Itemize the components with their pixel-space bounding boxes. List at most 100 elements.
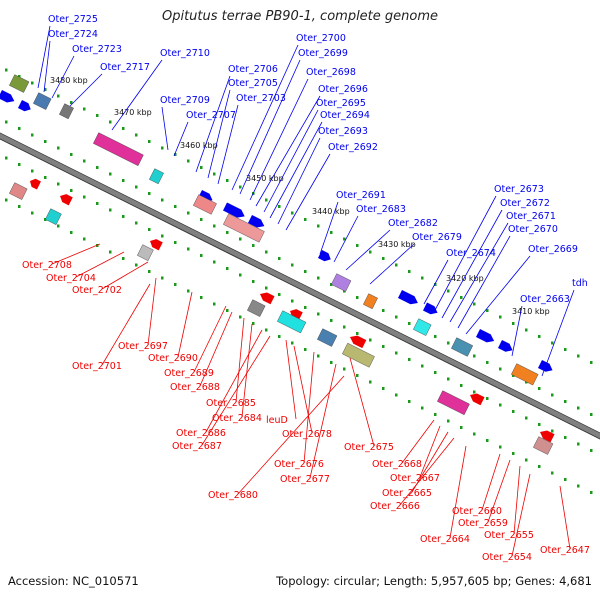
feature-box-box bbox=[93, 132, 144, 166]
tick-dot bbox=[135, 133, 138, 137]
tick-dot bbox=[577, 484, 580, 488]
tick-dot bbox=[512, 322, 515, 325]
forward-gene-arrow bbox=[222, 202, 245, 218]
tick-dot bbox=[317, 276, 320, 280]
upper-gene-label: Oter_2691 bbox=[336, 190, 386, 201]
reverse-gene bbox=[60, 194, 73, 206]
lower-leader-line bbox=[147, 277, 157, 346]
tick-dot bbox=[395, 393, 398, 397]
upper-leader-line bbox=[239, 59, 301, 195]
tick-dot bbox=[473, 302, 476, 306]
upper-gene-label: Oter_2679 bbox=[412, 232, 462, 243]
kbp-marker: 3470 kbp bbox=[114, 108, 152, 117]
forward-gene bbox=[397, 289, 418, 305]
tick-dot bbox=[148, 270, 151, 273]
upper-leader-line bbox=[433, 195, 497, 313]
tick-dot bbox=[590, 413, 593, 416]
tick-dot bbox=[70, 101, 73, 104]
lower-leader-line bbox=[177, 291, 193, 358]
upper-leader-line bbox=[465, 255, 531, 335]
tick-dot bbox=[564, 400, 567, 403]
tick-dot bbox=[499, 403, 502, 407]
kbp-marker: 3450 kbp bbox=[246, 174, 284, 183]
upper-gene-label: Oter_2717 bbox=[100, 62, 150, 73]
lower-gene-label: Oter_2697 bbox=[118, 341, 168, 352]
tick-dot bbox=[148, 228, 151, 231]
tick-dot bbox=[31, 81, 34, 85]
upper-gene-label: Oter_2710 bbox=[160, 48, 210, 59]
tick-dot bbox=[122, 127, 125, 130]
upper-leader-line bbox=[161, 106, 169, 151]
tick-dot bbox=[538, 335, 541, 338]
tick-dot bbox=[18, 75, 21, 78]
lower-gene-label: Oter_2684 bbox=[212, 413, 262, 424]
tick-dot bbox=[109, 120, 112, 124]
tick-dot bbox=[434, 335, 437, 338]
upper-leader-line bbox=[277, 137, 321, 225]
reverse-gene-arrow bbox=[30, 178, 41, 190]
lower-leader-line bbox=[487, 459, 511, 523]
reverse-gene-arrow bbox=[150, 239, 163, 251]
feature-box bbox=[33, 92, 52, 110]
backbone-edge bbox=[0, 138, 600, 440]
tick-dot bbox=[135, 221, 138, 225]
tick-dot bbox=[31, 169, 34, 173]
tick-dot bbox=[304, 270, 307, 273]
tick-dot bbox=[161, 146, 164, 150]
tick-dot bbox=[187, 159, 190, 163]
tick-dot bbox=[460, 426, 463, 429]
feature-box-box bbox=[45, 208, 62, 226]
reverse-gene-arrow bbox=[60, 194, 73, 206]
tick-dot bbox=[226, 267, 229, 270]
lower-leader-line bbox=[235, 317, 245, 403]
lower-gene-label: Oter_2675 bbox=[344, 442, 394, 453]
tick-dot bbox=[239, 237, 242, 241]
feature-box-box bbox=[437, 390, 470, 416]
tick-dot bbox=[590, 361, 593, 364]
feature-box bbox=[277, 310, 307, 334]
tick-dot bbox=[200, 296, 203, 299]
tick-dot bbox=[174, 283, 177, 286]
upper-gene-label: Oter_2700 bbox=[296, 33, 346, 44]
lower-gene-label: Oter_2688 bbox=[170, 382, 220, 393]
feature-box-box bbox=[9, 74, 30, 93]
tick-dot bbox=[421, 276, 424, 280]
tick-dot bbox=[252, 322, 255, 325]
upper-leader-line bbox=[51, 55, 75, 99]
tick-dot bbox=[213, 302, 216, 306]
upper-gene-label: Oter_2709 bbox=[160, 95, 210, 106]
kbp-marker: 3410 kbp bbox=[512, 307, 550, 316]
upper-leader-line bbox=[319, 201, 339, 255]
upper-leader-line bbox=[207, 89, 231, 179]
reverse-gene bbox=[350, 335, 367, 349]
feature-box-box bbox=[413, 318, 432, 336]
feature-box-box bbox=[59, 103, 74, 120]
upper-leader-line bbox=[511, 305, 523, 357]
tick-dot bbox=[70, 153, 73, 156]
tick-dot bbox=[343, 367, 346, 371]
tick-dot bbox=[70, 189, 73, 192]
feature-box bbox=[45, 208, 62, 226]
feature-box-box bbox=[331, 273, 352, 292]
tick-dot bbox=[304, 348, 307, 351]
feature-box bbox=[9, 182, 28, 200]
lower-gene-label: Oter_2654 bbox=[482, 552, 532, 563]
upper-gene-label: Oter_2706 bbox=[228, 64, 278, 75]
feature-box-box bbox=[193, 194, 217, 215]
upper-gene-label: Oter_2698 bbox=[306, 67, 356, 78]
feature-box bbox=[149, 168, 164, 185]
upper-gene-label: Oter_2663 bbox=[520, 294, 570, 305]
upper-gene-label: Oter_2670 bbox=[508, 224, 558, 235]
lower-leader-line bbox=[293, 345, 313, 434]
lower-leader-line bbox=[481, 453, 501, 511]
lower-leader-line bbox=[309, 363, 337, 479]
upper-gene-label: Oter_2705 bbox=[228, 78, 278, 89]
forward-gene bbox=[422, 302, 438, 315]
upper-leader-line bbox=[423, 259, 449, 305]
lower-leader-line bbox=[401, 419, 435, 464]
tick-dot bbox=[44, 140, 47, 143]
feature-box-box bbox=[223, 213, 265, 243]
lower-leader-line bbox=[399, 437, 455, 506]
tick-dot bbox=[83, 237, 86, 241]
reverse-gene bbox=[540, 430, 555, 443]
